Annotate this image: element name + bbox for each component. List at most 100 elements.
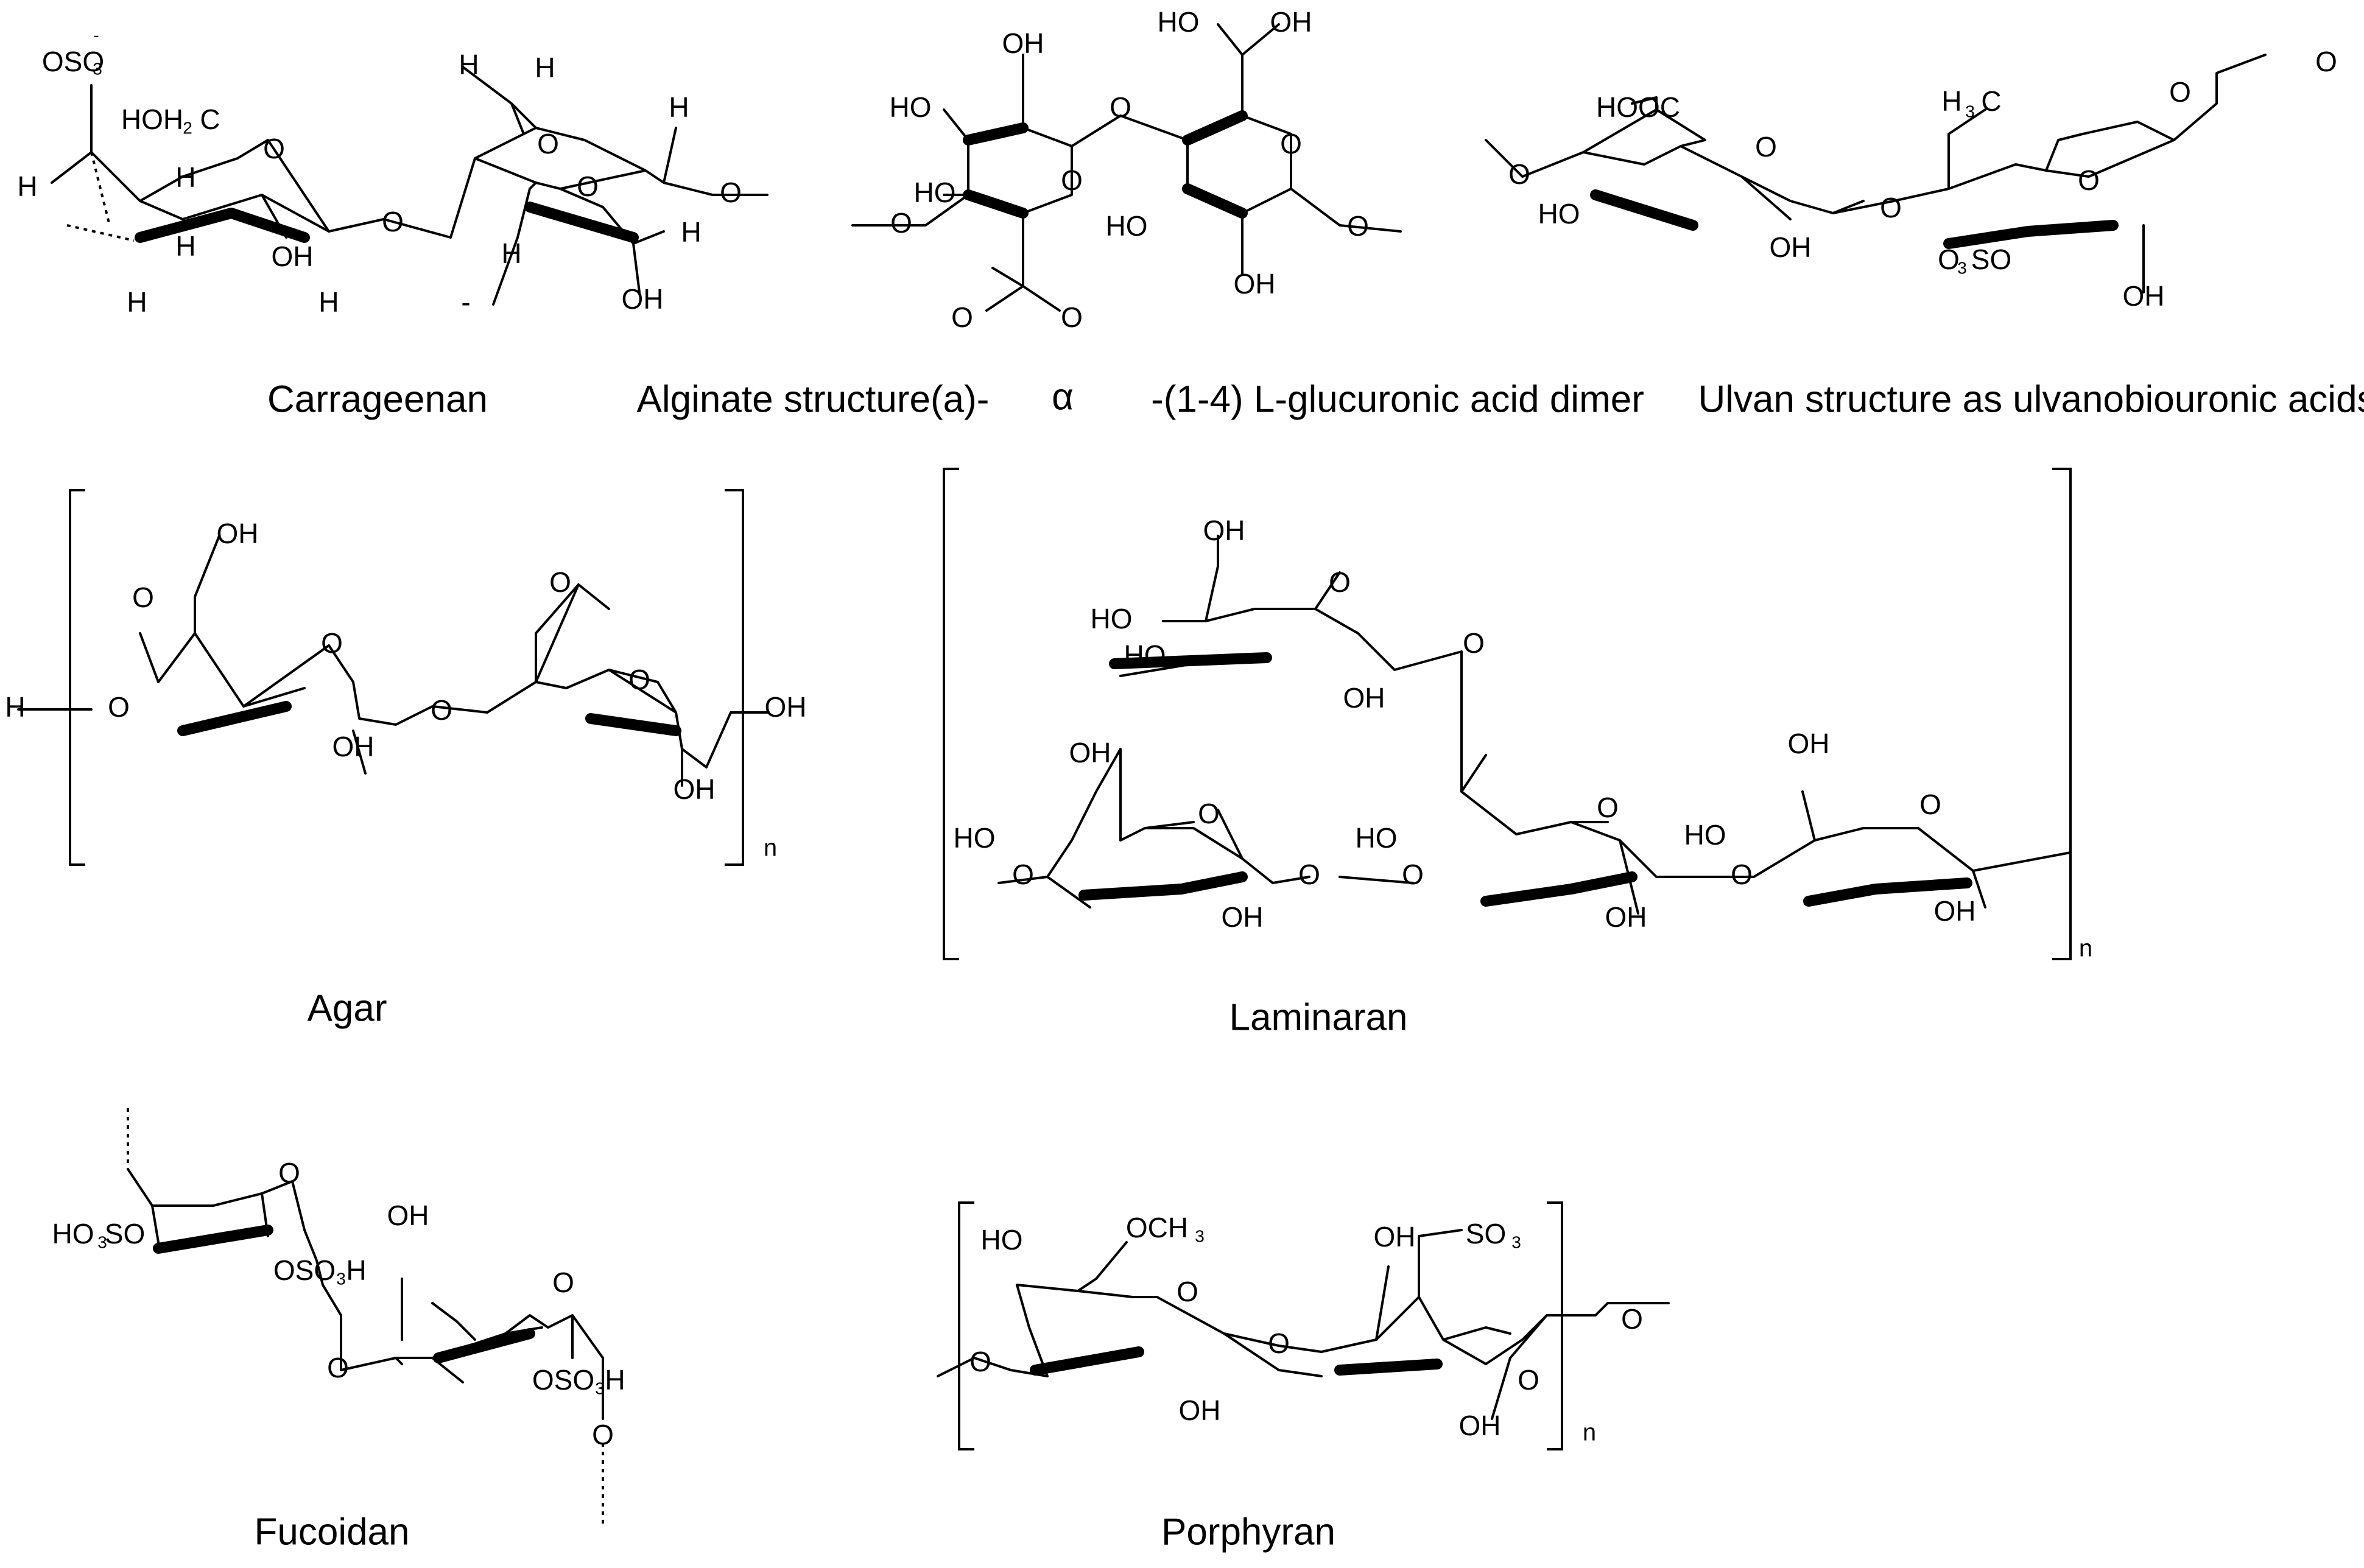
atom-label: O: [263, 133, 285, 164]
atom-label: O: [890, 207, 912, 239]
atom-label: HO: [1124, 639, 1166, 671]
atom-label: H: [681, 216, 701, 248]
atom-label: OH: [1222, 901, 1264, 933]
atom-label: OH: [387, 1200, 429, 1231]
atom-label: O: [951, 301, 973, 333]
atom-label: O: [321, 627, 343, 659]
atom-label: O: [2315, 46, 2337, 77]
alginate-structure: OH HO HO O O O HO O O HO OH O OH O: [851, 6, 1402, 333]
atom-label: O: [1177, 1276, 1198, 1307]
subscript-label: 3: [1195, 1226, 1205, 1245]
atom-label: HO: [1684, 819, 1726, 851]
atom-label: O: [1110, 91, 1131, 123]
atom-label: O: [1061, 164, 1083, 196]
atom-label: O: [1280, 128, 1302, 160]
subscript-label: 3: [93, 59, 102, 78]
caption-carrageenan: Carrageenan: [267, 378, 488, 420]
atom-label: O: [1621, 1303, 1643, 1335]
caption-fucoidan: Fucoidan: [254, 1511, 409, 1553]
atom-label: HO: [954, 822, 996, 854]
atom-label: O: [969, 1346, 991, 1377]
atom-label: OSO: [42, 46, 104, 77]
repeat-index-label: n: [2079, 935, 2092, 962]
atom-label: O: [132, 582, 154, 613]
atom-label: OH: [1605, 901, 1647, 933]
atom-label: O: [1012, 859, 1034, 890]
atom-label: HO: [1158, 6, 1200, 38]
atom-label: O: [537, 128, 559, 160]
atom-label: OH: [622, 283, 664, 315]
atom-label: HO: [890, 91, 932, 123]
atom-label: O: [1463, 627, 1485, 659]
subscript-label: 3: [97, 1232, 107, 1251]
atom-label: O: [1731, 859, 1753, 890]
atom-label: H: [346, 1254, 366, 1286]
atom-label: O: [1061, 301, 1083, 333]
atom-label: O: [1880, 192, 1902, 223]
atom-label: H: [605, 1364, 625, 1396]
atom-label: H: [1941, 85, 1961, 117]
atom-label: O: [628, 664, 650, 695]
atom-label: O: [1268, 1327, 1290, 1359]
atom-label: HO: [914, 177, 956, 208]
atom-label: H: [318, 286, 339, 318]
atom-label: O: [1329, 566, 1351, 598]
porphyran-structure: HO OCH 3 O O OH O OH SO 3 O OH O n: [937, 1201, 1670, 1450]
atom-label: H: [175, 230, 195, 262]
atom-label: SO: [1971, 244, 2011, 275]
subscript-label: 2: [183, 118, 192, 137]
atom-label: O: [720, 177, 742, 208]
caption-agar: Agar: [308, 987, 387, 1029]
atom-label: OH: [1374, 1221, 1416, 1253]
atom-label: O: [1347, 210, 1369, 242]
atom-label: OH: [2123, 280, 2165, 312]
subscript-label: 3: [1511, 1232, 1521, 1251]
atom-label: O: [278, 1157, 300, 1189]
laminaran-structure: OH HO O HO OH O OH HO O O OH O HO O O OH…: [943, 468, 2092, 962]
atom-label: O: [1402, 859, 1424, 890]
atom-label: OH: [217, 518, 259, 549]
atom-label: OH: [1770, 231, 1812, 263]
fucoidan-structure: HO 3 SO O OSO 3 H OH O O OSO 3 H O: [52, 1108, 625, 1528]
atom-label: H: [127, 286, 147, 318]
atom-label: SO: [1466, 1218, 1506, 1250]
caption-porphyran: Porphyran: [1161, 1511, 1335, 1553]
atom-label: OH: [1179, 1394, 1221, 1426]
atom-label: O: [1298, 859, 1320, 890]
atom-label: O: [1508, 158, 1530, 190]
atom-label: O: [1919, 789, 1941, 820]
atom-label: O: [1518, 1364, 1539, 1396]
caption-alginate-prefix: Alginate structure(a)-: [637, 378, 990, 420]
atom-label: OH: [1203, 515, 1245, 546]
atom-label: SO: [105, 1218, 145, 1250]
subscript-label: 3: [336, 1269, 346, 1288]
atom-label: O: [2169, 76, 2191, 108]
atom-label: O: [1198, 798, 1220, 829]
atom-label: OH: [765, 691, 807, 723]
carrageenan-structure: OSO 3 - HOH 2 C H H O OH H O H H H O O H…: [17, 26, 769, 318]
atom-label: HO: [1091, 603, 1133, 635]
atom-label: OH: [272, 241, 314, 272]
atom-label: O: [1597, 792, 1619, 823]
atom-label: HO: [981, 1224, 1023, 1256]
atom-label: HO: [1356, 822, 1398, 854]
atom-label: HOH: [121, 104, 183, 135]
atom-label: OH: [1069, 737, 1111, 768]
atom-label: OH: [1270, 6, 1312, 38]
atom-label: OH: [1234, 268, 1276, 300]
atom-label: O: [2078, 164, 2100, 196]
atom-label: O: [552, 1267, 574, 1298]
atom-label: H: [501, 237, 521, 269]
atom-label: H: [535, 52, 555, 83]
atom-label: O: [327, 1352, 349, 1383]
atom-label: O: [592, 1419, 614, 1450]
atom-label: C: [200, 104, 220, 135]
atom-label: O: [382, 206, 404, 237]
caption-laminaran: Laminaran: [1229, 996, 1408, 1038]
ulvan-structure: HOOC O O HO OH O H 3 C O O O 3 SO OH O: [1485, 46, 2337, 312]
atom-label: H: [669, 91, 689, 123]
atom-label: O: [549, 566, 571, 598]
atom-label: OH: [332, 731, 375, 762]
atom-label: O: [1755, 131, 1777, 163]
